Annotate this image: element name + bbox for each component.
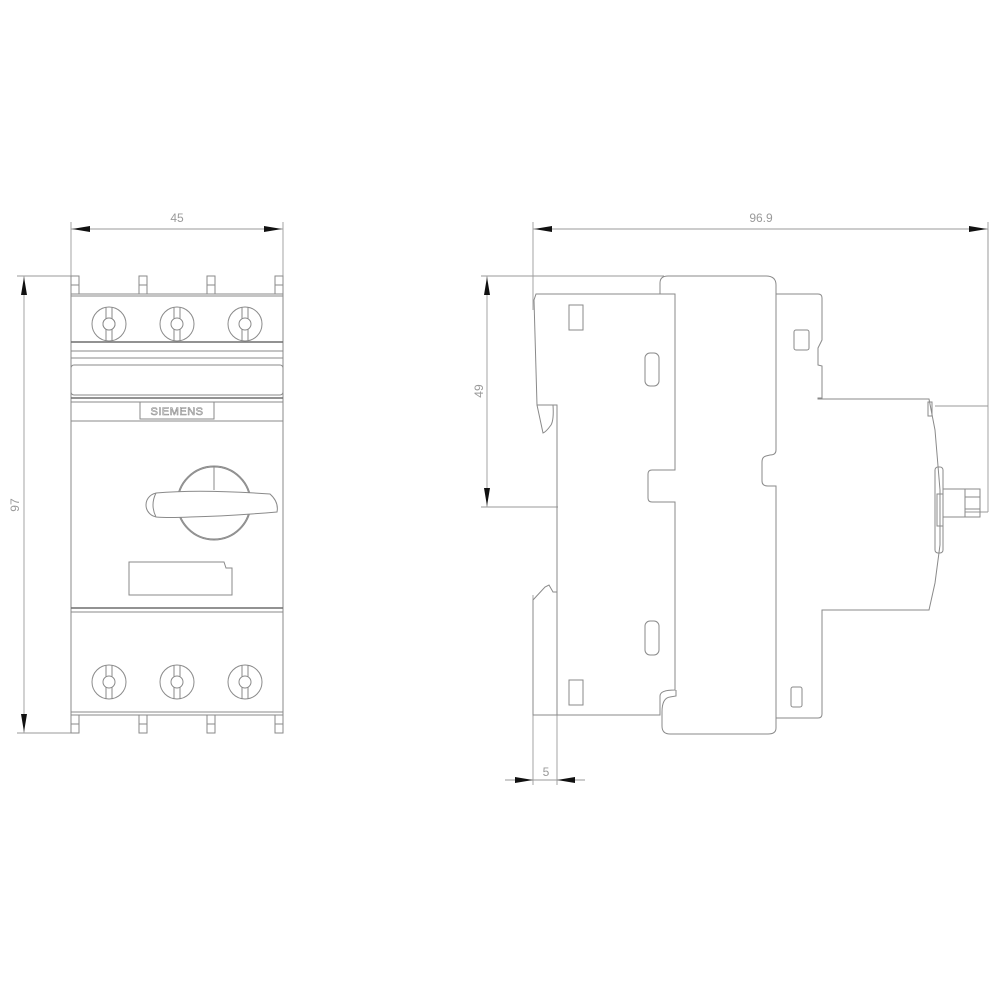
dimension-height-label: 97 <box>8 498 22 512</box>
dimension-depth-label: 96.9 <box>749 211 773 225</box>
dimension-width-label: 45 <box>170 211 184 225</box>
rating-plate <box>128 561 233 596</box>
dimension-offset-label: 5 <box>543 765 550 779</box>
side-view: 96.9 49 5 <box>472 211 989 785</box>
dimension-depth: 96.9 <box>532 211 989 513</box>
dimension-width: 45 <box>70 211 284 290</box>
rotary-shaft <box>927 401 981 554</box>
label-window <box>70 364 284 396</box>
brand-plate <box>139 401 215 420</box>
side-center-block <box>659 275 777 735</box>
terminals-top <box>91 306 263 342</box>
side-left-block <box>532 293 676 716</box>
dimension-height: 97 <box>8 275 72 734</box>
side-right-block <box>776 293 941 719</box>
front-housing <box>70 293 284 716</box>
rotary-handle <box>145 465 278 541</box>
dimension-rail-height: 49 <box>472 275 664 508</box>
front-view: 45 97 <box>8 211 284 734</box>
dimension-rail-height-label: 49 <box>472 384 486 398</box>
terminals-bottom <box>91 664 263 700</box>
brand-logo: SIEMENS <box>150 406 203 418</box>
dimension-offset: 5 <box>505 580 585 785</box>
side-slots <box>568 304 810 708</box>
